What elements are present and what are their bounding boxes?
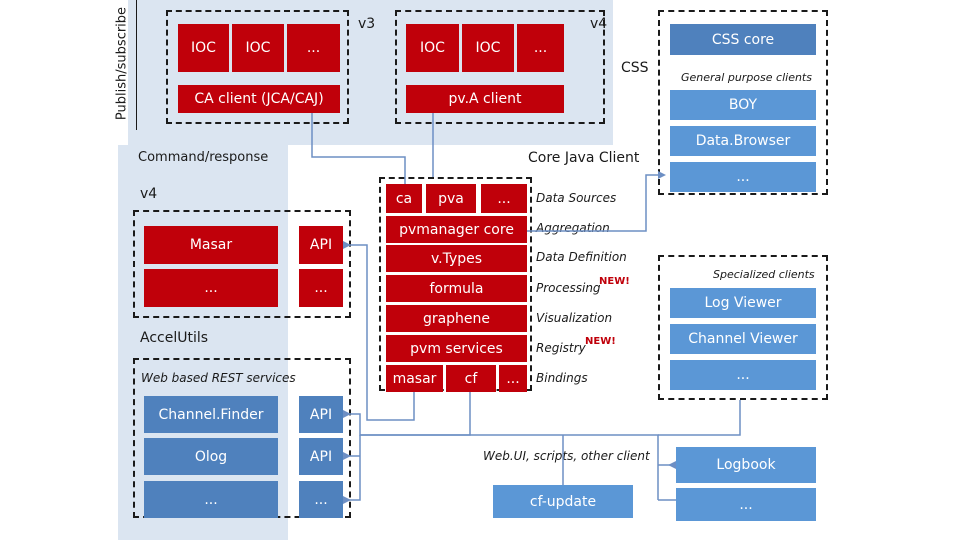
processing-new-badge: NEW! bbox=[599, 276, 630, 287]
registry-label: Registry bbox=[536, 341, 586, 355]
specialized-label: Specialized clients bbox=[713, 268, 815, 281]
olog-api-box[interactable]: API bbox=[299, 438, 343, 475]
channelviewer-box[interactable]: Channel Viewer bbox=[670, 324, 816, 354]
masar-binding-box[interactable]: masar bbox=[386, 365, 443, 392]
general-purpose-label: General purpose clients bbox=[681, 71, 812, 84]
rest-more-box[interactable]: ... bbox=[144, 481, 278, 518]
databrowser-box[interactable]: Data.Browser bbox=[670, 126, 816, 156]
v4-label: v4 bbox=[590, 16, 608, 32]
ca-box[interactable]: ca bbox=[386, 184, 422, 213]
boy-box[interactable]: BOY bbox=[670, 90, 816, 120]
registry-new-badge: NEW! bbox=[585, 336, 616, 347]
processing-label: Processing bbox=[536, 281, 601, 295]
bottom-more-box[interactable]: ... bbox=[676, 488, 816, 521]
specialized-clients-group bbox=[658, 255, 828, 400]
source-more-box[interactable]: ... bbox=[481, 184, 527, 213]
vtypes-box[interactable]: v.Types bbox=[386, 245, 527, 272]
command-response-label: Command/response bbox=[138, 150, 269, 165]
pvm-services-box[interactable]: pvm services bbox=[386, 335, 527, 362]
logviewer-box[interactable]: Log Viewer bbox=[670, 288, 816, 318]
masar-box[interactable]: Masar bbox=[144, 226, 278, 264]
cf-binding-to-api-line bbox=[343, 392, 471, 436]
arrow-to-logbook bbox=[668, 461, 676, 469]
css-core-box[interactable]: CSS core bbox=[670, 24, 816, 55]
olog-box[interactable]: Olog bbox=[144, 438, 278, 475]
web-rest-label: Web based REST services bbox=[141, 371, 296, 385]
general-clients-group bbox=[658, 10, 828, 195]
cf-binding-box[interactable]: cf bbox=[446, 365, 496, 392]
v4-left-label: v4 bbox=[140, 186, 158, 202]
core-java-title: Core Java Client bbox=[528, 150, 640, 166]
v3-ioc-1[interactable]: IOC bbox=[178, 24, 229, 72]
bindings-label: Bindings bbox=[536, 371, 588, 385]
data-definition-label: Data Definition bbox=[536, 250, 627, 264]
v3-ioc-more[interactable]: ... bbox=[287, 24, 340, 72]
masar-more-api-box[interactable]: ... bbox=[299, 269, 343, 307]
publish-subscribe-text: Publish/subscribe bbox=[114, 6, 130, 121]
cfupdate-box[interactable]: cf-update bbox=[493, 485, 633, 518]
data-sources-label: Data Sources bbox=[536, 191, 617, 205]
pva-client-box[interactable]: pv.A client bbox=[406, 85, 564, 113]
channelfinder-box[interactable]: Channel.Finder bbox=[144, 396, 278, 433]
rest-more-api-box[interactable]: ... bbox=[299, 481, 343, 518]
formula-box[interactable]: formula bbox=[386, 275, 527, 302]
masar-more-box[interactable]: ... bbox=[144, 269, 278, 307]
aggregation-label: Aggregation bbox=[536, 221, 610, 235]
channelfinder-api-box[interactable]: API bbox=[299, 396, 343, 433]
command-response-header bbox=[118, 145, 288, 172]
v4-ioc-1[interactable]: IOC bbox=[406, 24, 459, 72]
binding-more-box[interactable]: ... bbox=[499, 365, 527, 392]
v4-ioc-more[interactable]: ... bbox=[517, 24, 564, 72]
pva-box[interactable]: pva bbox=[426, 184, 476, 213]
clients-more-box[interactable]: ... bbox=[670, 162, 816, 192]
masar-api-box[interactable]: API bbox=[299, 226, 343, 264]
v3-group bbox=[166, 10, 349, 124]
publish-subscribe-label bbox=[107, 0, 137, 130]
specialized-more-box[interactable]: ... bbox=[670, 360, 816, 390]
v4-ioc-2[interactable]: IOC bbox=[462, 24, 514, 72]
specialized-to-bus-line bbox=[658, 400, 741, 436]
accelutils-label: AccelUtils bbox=[140, 330, 209, 346]
webui-label: Web.UI, scripts, other client bbox=[483, 449, 650, 463]
css-label: CSS bbox=[621, 60, 649, 76]
ca-client-box[interactable]: CA client (JCA/CAJ) bbox=[178, 85, 340, 113]
v4-group bbox=[395, 10, 605, 124]
v3-label: v3 bbox=[358, 16, 376, 32]
visualization-label: Visualization bbox=[536, 311, 613, 325]
logbook-box[interactable]: Logbook bbox=[676, 447, 816, 483]
graphene-box[interactable]: graphene bbox=[386, 305, 527, 332]
pvmanager-box[interactable]: pvmanager core bbox=[386, 216, 527, 243]
v3-ioc-2[interactable]: IOC bbox=[232, 24, 284, 72]
